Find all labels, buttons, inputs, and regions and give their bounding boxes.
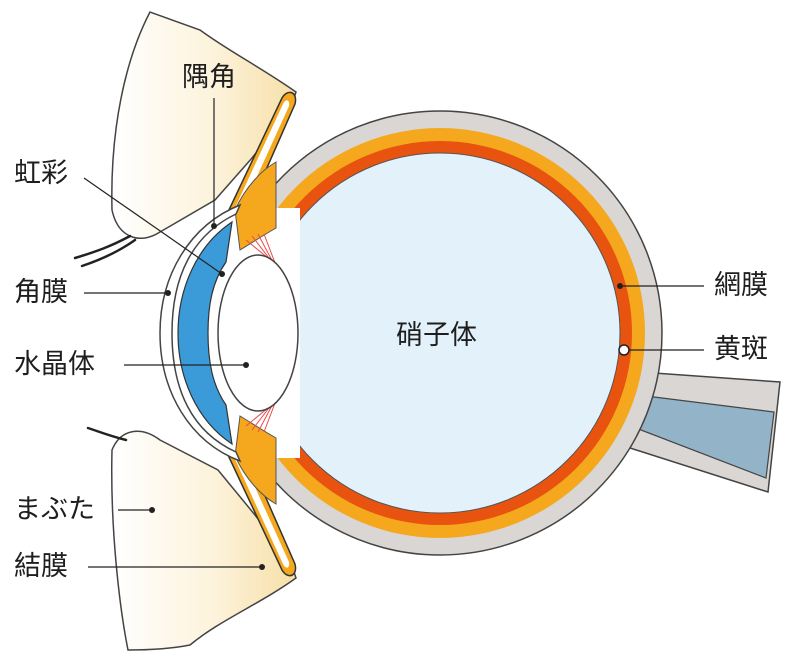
label-angle: 隅角 [182,62,236,93]
label-iris: 虹彩 [14,158,68,189]
macula-marker [618,344,630,356]
lower-eyelash [86,426,128,442]
leader-iris [83,177,223,275]
label-cornea: 角膜 [14,277,68,308]
lens [217,254,299,412]
leader-lines [83,98,704,568]
lower-eyelid [111,430,297,651]
upper-eyelash [73,234,137,268]
leader-dots [149,223,623,570]
label-lens: 水晶体 [14,349,95,380]
label-eyelid: まぶた [14,494,95,525]
label-macula: 黄斑 [714,334,768,365]
label-retina: 網膜 [714,270,768,301]
label-conjunctiva: 結膜 [14,551,68,582]
cornea [159,203,242,463]
upper-eyelid [111,11,297,240]
label-vitreous: 硝子体 [396,320,477,351]
ciliary-body-lower [234,415,277,505]
ciliary-body-upper [234,161,277,251]
iris [177,220,233,446]
